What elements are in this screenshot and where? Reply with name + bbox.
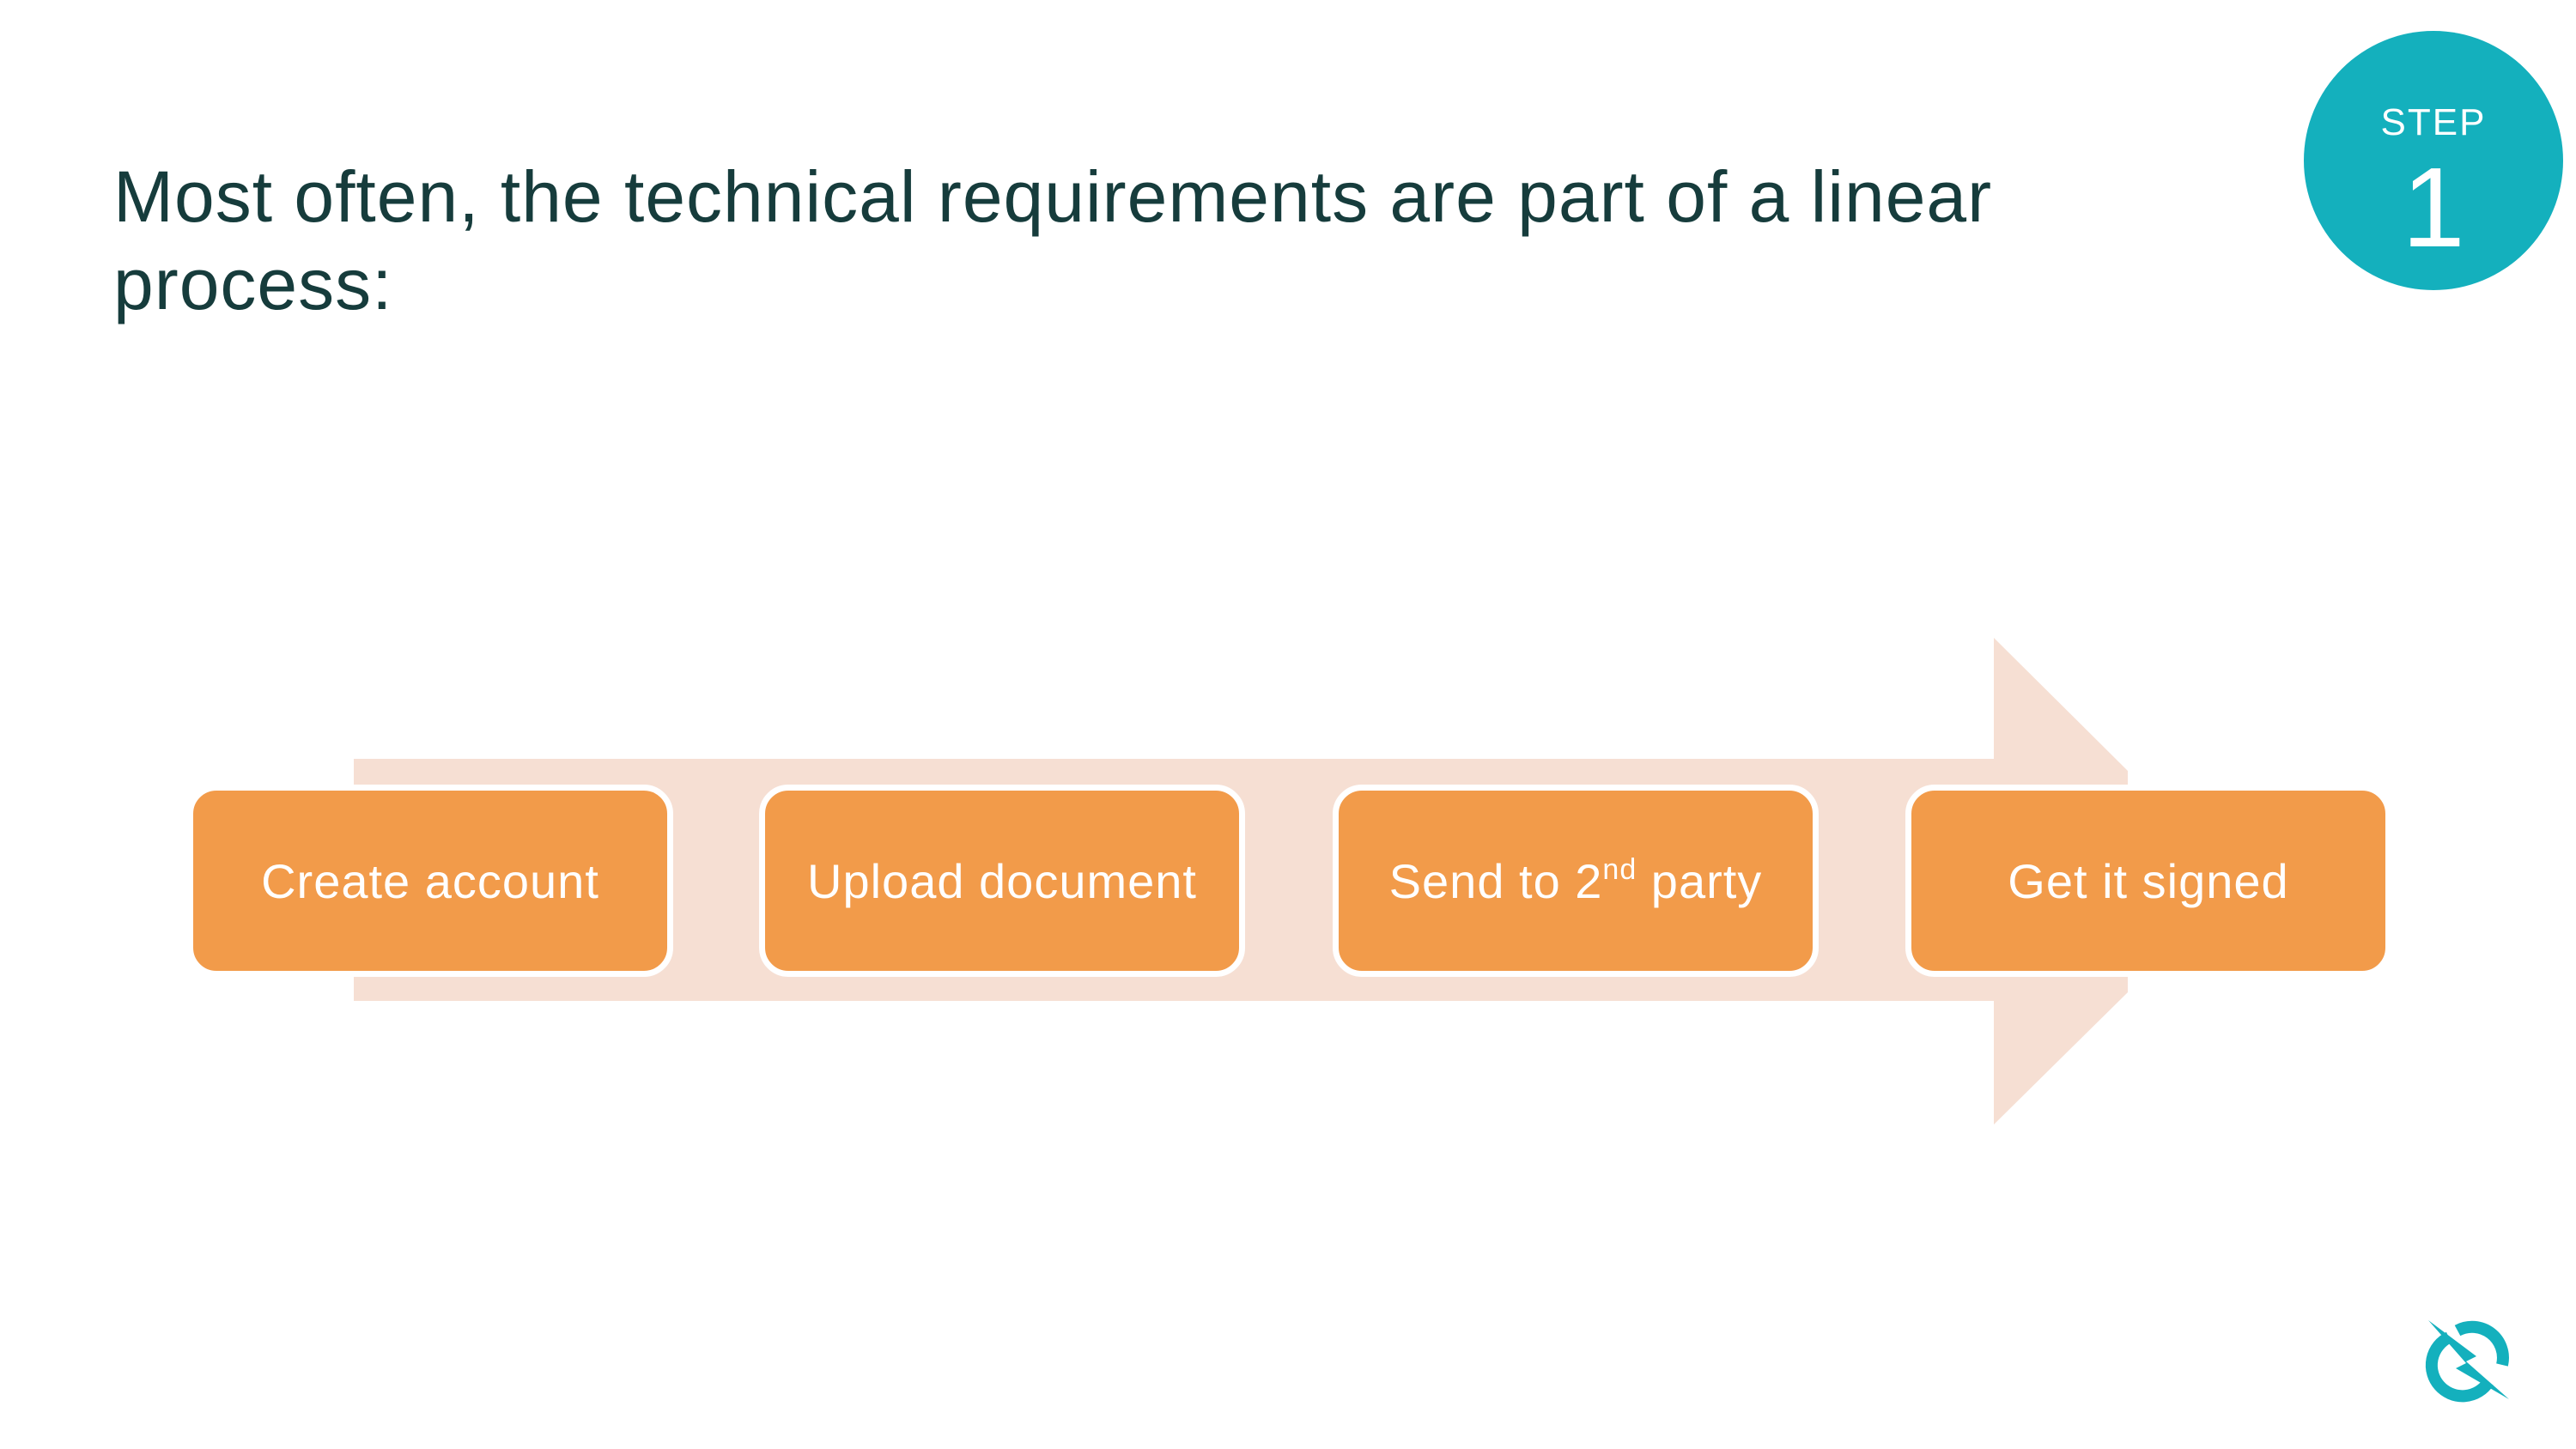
step-badge: STEP 1 bbox=[2304, 31, 2563, 290]
process-step-label: Get it signed bbox=[2008, 853, 2289, 908]
step-number: 1 bbox=[2402, 144, 2465, 270]
process-step-label: Upload document bbox=[807, 853, 1197, 908]
process-step-get-it-signed: Get it signed bbox=[1905, 785, 2391, 977]
slide-title: Most often, the technical requirements a… bbox=[113, 156, 1993, 324]
process-step-upload-document: Upload document bbox=[759, 785, 1245, 977]
label-prefix: Send to 2 bbox=[1388, 853, 1603, 908]
step-label: STEP bbox=[2380, 101, 2487, 143]
q-lightning-logo-icon bbox=[2425, 1320, 2509, 1403]
process-step-send-to-2nd-party: Send to 2nd party bbox=[1333, 785, 1819, 977]
label-superscript: nd bbox=[1602, 852, 1637, 886]
process-step-create-account: Create account bbox=[187, 785, 673, 977]
label-suffix: party bbox=[1637, 853, 1763, 908]
process-step-label: Create account bbox=[261, 853, 599, 908]
process-step-label: Send to 2nd party bbox=[1389, 853, 1763, 909]
